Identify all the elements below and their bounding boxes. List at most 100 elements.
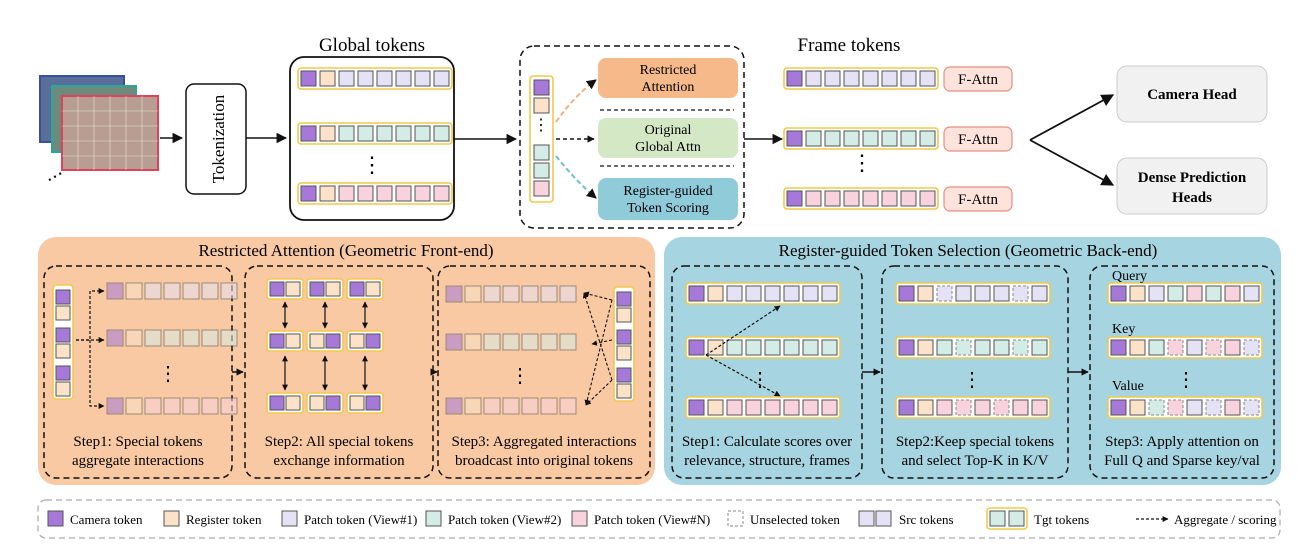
f-attn-1: F-Attn [943,66,1013,92]
be2-row-3-token-6 [1012,399,1029,416]
fe3-arrow-4 [582,292,613,381]
be2-row-1-token-0 [898,285,915,302]
frame-row-1-token-3 [843,70,860,87]
be3-query-row-token-2 [1148,285,1165,302]
value-label: Value [1112,379,1144,394]
be2-row-3-token-2 [936,399,953,416]
be3-value-row-token-1 [1129,399,1146,416]
be3-key-row-token-5 [1205,339,1222,356]
front-step3-ellipsis: ⋮ [510,365,530,387]
global-row-3-token-1 [319,185,336,202]
f-attn-3: F-Attn [943,186,1013,212]
be3-query-row-frame [1107,282,1263,305]
fe3-row-1-token-2 [483,333,501,351]
fe1-src-row-2-token-2 [144,397,162,415]
fe3-row-2-token-1 [464,397,482,415]
legend-label-arrow: Aggregate / scoring [1174,512,1277,527]
frame-row-2-token-5 [881,130,898,147]
be1-row-3-token-5 [783,399,800,416]
be2-row-2-frame [895,336,1051,359]
be1-row-3-token-2 [726,399,743,416]
global-row-2-token-4 [376,125,393,142]
be2-row-3-token-4 [974,399,991,416]
fe3-arrow-1 [591,339,613,346]
frame-row-1-token-7 [919,70,936,87]
be1-row-1-token-6 [802,285,819,302]
fe3-row-2-token-5 [540,397,558,415]
be2-row-2-token-7 [1031,339,1048,356]
be2-row-1-token-4 [974,285,991,302]
fe2-pair-0-2-token-0 [349,281,365,297]
be1-row-2-token-4 [764,339,781,356]
fe1-src-row-0-token-3 [163,282,181,300]
fe1-src-row-2-token-5 [201,397,219,415]
fe2-pair-0-1-token-0 [309,281,325,297]
back-step2-ellipsis: ⋮ [962,369,982,391]
fe1-src-row-1-token-5 [201,329,219,347]
be3-value-row-token-2 [1148,399,1165,416]
fe2-pair-2-1-token-0 [309,395,325,411]
global-row-1-token-2 [338,70,355,87]
be3-query-row-token-4 [1186,285,1203,302]
global-ellipsis: ⋮ [361,152,383,177]
frame-row-3-token-5 [881,190,898,207]
fe3-arrow-2 [585,379,613,406]
fe1-src-row-0-token-6 [220,282,238,300]
frame-row-2-token-2 [824,130,841,147]
frame-row-2-frame [783,127,939,150]
global-row-1-token-0 [300,70,317,87]
fe3-row-2-token-0 [445,397,463,415]
be3-query-row-token-7 [1243,285,1260,302]
be1-score-arrow-down [705,354,781,397]
attn-column-token-0 [533,79,550,96]
fe3-column-token-4 [616,367,632,383]
be3-query-row-token-5 [1205,285,1222,302]
camera-head: Camera Head [1116,65,1268,123]
fe1-column-token-0 [55,289,71,305]
global-row-2-token-0 [300,125,317,142]
attn-column-token-1 [533,97,550,114]
frame-row-3-token-1 [805,190,822,207]
be2-row-2-token-2 [936,339,953,356]
fe3-column-token-5 [616,383,632,399]
attn-column-token-3 [533,162,550,179]
global-row-3-token-2 [338,185,355,202]
be1-row-2-token-7 [821,339,838,356]
fe2-pair-1-1-token-0 [309,333,325,349]
be3-key-row-token-2 [1148,339,1165,356]
be2-row-1-token-5 [993,285,1010,302]
image-grid [62,96,158,170]
legend-item-register: Register token [163,510,262,527]
frame-row-3-token-7 [919,190,936,207]
fe3-row-2-token-3 [502,397,520,415]
be1-row-3-token-1 [707,399,724,416]
global-row-1-token-5 [395,70,412,87]
be1-row-1-token-5 [783,285,800,302]
fe1-src-row-2-token-0 [106,397,124,415]
front-end-panel: Restricted Attention (Geometric Front-en… [38,237,655,485]
be3-value-row-token-6 [1224,399,1241,416]
frame-row-3-token-0 [786,190,803,207]
fe1-src-row-0-token-0 [106,282,124,300]
be2-row-1-token-6 [1012,285,1029,302]
be1-row-2-token-6 [802,339,819,356]
fe1-src-row-2-token-6 [220,397,238,415]
global-row-1-frame [297,67,453,90]
be1-row-1-token-4 [764,285,781,302]
be3-query-row-token-0 [1110,285,1127,302]
fe1-src-row-1-token-2 [144,329,162,347]
legend-src-icon-b [875,510,892,527]
be3-value-row-token-5 [1205,399,1222,416]
global-row-1-token-1 [319,70,336,87]
frame-row-1-frame [783,67,939,90]
be2-row-1-token-2 [936,285,953,302]
global-row-3-token-5 [395,185,412,202]
be1-row-3-token-4 [764,399,781,416]
